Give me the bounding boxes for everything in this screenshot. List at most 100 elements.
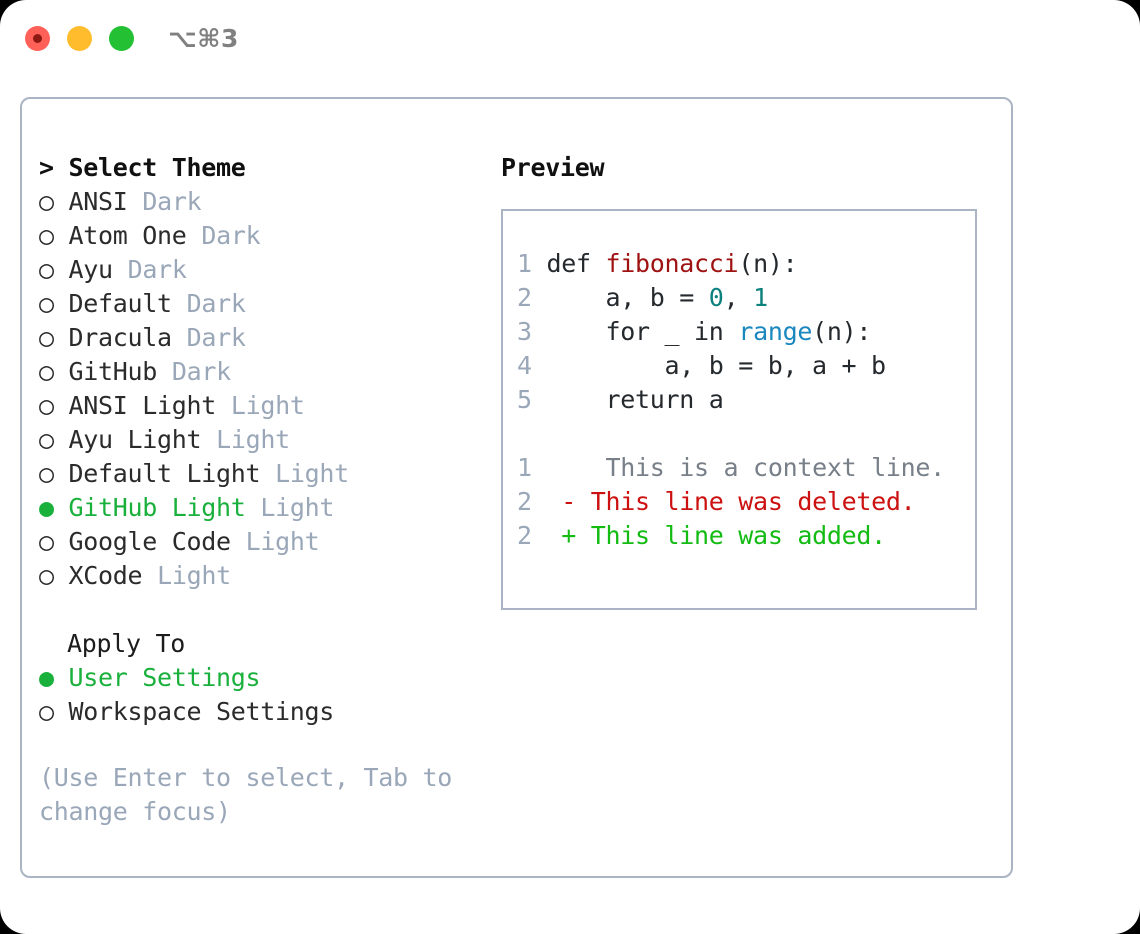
radio-unselected-icon: ○ [39, 459, 54, 488]
theme-kind-label: Light [216, 425, 290, 454]
diff-line-number: 1 [517, 453, 532, 482]
code-token-plain: a, b = [546, 283, 709, 312]
diff-line-number: 2 [517, 487, 532, 516]
diff-line-context: 1 This is a context line. [517, 451, 975, 485]
code-token-num: 1 [753, 283, 768, 312]
diff-line-added: 2 + This line was added. [517, 519, 975, 553]
theme-name-label: ANSI [68, 187, 128, 216]
diff-line-text: This line was added. [576, 521, 886, 550]
theme-selector-column: > Select Theme ○ ANSI Dark○ Atom One Dar… [39, 151, 479, 829]
radio-unselected-icon: ○ [39, 357, 54, 386]
diff-sample: 1 This is a context line.2 - This line w… [517, 451, 975, 553]
theme-kind-label: Light [260, 493, 335, 522]
code-line-number: 4 [517, 351, 532, 380]
diff-marker [561, 453, 576, 482]
theme-list-item[interactable]: ○ XCode Light [39, 559, 479, 593]
code-token-fn: fibonacci [605, 249, 739, 278]
theme-kind-label: Dark [201, 221, 261, 250]
theme-name-label: Ayu Light [68, 425, 202, 454]
theme-list-item[interactable]: ○ Default Light Light [39, 457, 479, 491]
apply-to-option-label: Workspace Settings [68, 697, 335, 726]
code-token-plain: for _ in [546, 317, 739, 346]
theme-list-item[interactable]: ○ Ayu Dark [39, 253, 479, 287]
select-theme-header: > Select Theme [39, 153, 246, 182]
preview-header: Preview [501, 153, 605, 182]
code-line: 4 a, b = b, a + b [517, 349, 975, 383]
diff-line-deleted: 2 - This line was deleted. [517, 485, 975, 519]
diff-line-number: 2 [517, 521, 532, 550]
theme-kind-label: Light [275, 459, 349, 488]
code-line-number: 2 [517, 283, 532, 312]
theme-kind-label: Light [157, 561, 231, 590]
theme-list-item[interactable]: ○ ANSI Light Light [39, 389, 479, 423]
code-token-def: def [546, 249, 606, 278]
apply-to-header: Apply To [67, 629, 186, 658]
theme-name-label: Dracula [68, 323, 173, 352]
radio-unselected-icon: ○ [39, 289, 54, 318]
theme-list-item[interactable]: ○ Google Code Light [39, 525, 479, 559]
code-token-plain: (n): [738, 249, 798, 278]
theme-list-item[interactable]: ○ Ayu Light Light [39, 423, 479, 457]
theme-name-label: XCode [68, 561, 143, 590]
theme-name-label: Google Code [68, 527, 232, 556]
radio-unselected-icon: ○ [39, 255, 54, 284]
theme-name-label: Default [68, 289, 173, 318]
theme-list-item[interactable]: ○ Default Dark [39, 287, 479, 321]
radio-selected-icon: ● [39, 663, 54, 692]
theme-kind-label: Dark [186, 289, 246, 318]
code-diff-spacer [517, 417, 975, 451]
theme-list-item[interactable]: ○ GitHub Dark [39, 355, 479, 389]
theme-kind-label: Dark [186, 323, 246, 352]
theme-list-item[interactable]: ○ Atom One Dark [39, 219, 479, 253]
theme-kind-label: Light [230, 391, 305, 420]
code-line: 3 for _ in range(n): [517, 315, 975, 349]
code-line: 5 return a [517, 383, 975, 417]
preview-column: Preview 1 def fibonacci(n):2 a, b = 0, 1… [501, 151, 991, 610]
radio-unselected-icon: ○ [39, 323, 54, 352]
code-token-plain: a, b = b, a + b [546, 351, 887, 380]
apply-to-option[interactable]: ○ Workspace Settings [39, 695, 479, 729]
radio-unselected-icon: ○ [39, 187, 54, 216]
theme-list-item[interactable]: ● GitHub Light Light [39, 491, 479, 525]
code-line-number: 5 [517, 385, 532, 414]
code-token-builtin: range [738, 317, 813, 346]
radio-unselected-icon: ○ [39, 561, 54, 590]
code-line: 2 a, b = 0, 1 [517, 281, 975, 315]
radio-unselected-icon: ○ [39, 697, 54, 726]
code-token-plain: return a [546, 385, 724, 414]
keyboard-hint-text: (Use Enter to select, Tab to change focu… [39, 763, 467, 826]
radio-unselected-icon: ○ [39, 391, 54, 420]
code-line-number: 1 [517, 249, 532, 278]
code-line: 1 def fibonacci(n): [517, 247, 975, 281]
title-bar: ⌥⌘3 [0, 0, 1140, 78]
diff-marker: - [561, 487, 577, 516]
theme-list: ○ ANSI Dark○ Atom One Dark○ Ayu Dark○ De… [39, 185, 479, 593]
keyboard-shortcut-label: ⌥⌘3 [168, 24, 239, 53]
theme-kind-label: Dark [127, 255, 187, 284]
code-token-num: 0 [708, 283, 724, 312]
theme-list-item[interactable]: ○ Dracula Dark [39, 321, 479, 355]
radio-selected-icon: ● [39, 493, 54, 522]
code-token-plain: (n): [812, 317, 872, 346]
code-line-number: 3 [517, 317, 532, 346]
minimize-window-button[interactable] [67, 26, 92, 51]
list-spacer [39, 593, 479, 627]
diff-marker: + [561, 521, 577, 550]
radio-unselected-icon: ○ [39, 221, 54, 250]
theme-list-item[interactable]: ○ ANSI Dark [39, 185, 479, 219]
diff-line-text: This is a context line. [576, 453, 946, 482]
close-window-button[interactable] [25, 26, 50, 51]
apply-to-list: ● User Settings○ Workspace Settings [39, 661, 479, 729]
apply-to-option-label: User Settings [68, 663, 261, 692]
theme-name-label: GitHub Light [68, 493, 246, 522]
radio-unselected-icon: ○ [39, 425, 54, 454]
apply-to-option[interactable]: ● User Settings [39, 661, 479, 695]
radio-unselected-icon: ○ [39, 527, 54, 556]
traffic-light-group [25, 26, 134, 51]
theme-kind-label: Light [245, 527, 320, 556]
theme-name-label: Atom One [68, 221, 187, 250]
maximize-window-button[interactable] [109, 26, 134, 51]
code-token-plain: , [723, 283, 754, 312]
